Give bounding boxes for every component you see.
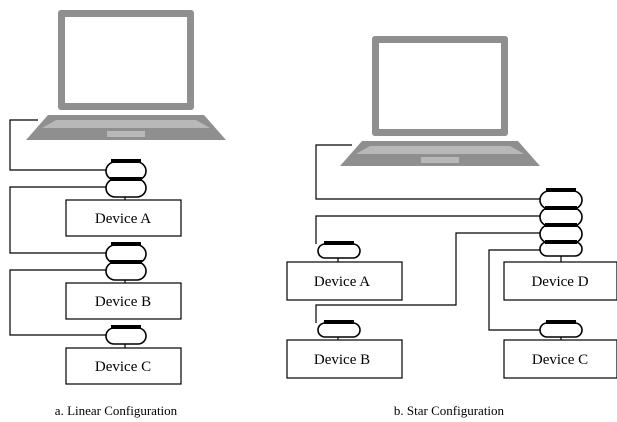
star-connector-b [317, 320, 361, 338]
star-connector-c [539, 320, 583, 338]
device-label: Device B [314, 352, 370, 368]
star-device-d: Device D [503, 261, 617, 301]
linear-caption: a. Linear Configuration [55, 403, 178, 418]
star-caption: b. Star Configuration [394, 403, 505, 418]
device-label: Device C [95, 359, 151, 375]
star-device-c: Device C [503, 339, 617, 379]
linear-connector-stack-2 [105, 242, 147, 281]
linear-device-a: Device A [65, 199, 182, 237]
star-laptop [340, 36, 540, 166]
device-label: Device A [95, 211, 151, 227]
star-cables [315, 144, 562, 340]
star-device-a: Device A [286, 261, 403, 301]
device-label: Device D [531, 274, 588, 290]
star-connector-a [317, 241, 361, 259]
star-hub-connector-stack [539, 188, 583, 257]
linear-laptop [26, 10, 226, 140]
device-label: Device B [95, 294, 151, 310]
star-configuration: Device A Device B Device D Device C b. S… [286, 36, 617, 418]
laptop-icon [26, 10, 226, 140]
star-device-b: Device B [286, 339, 403, 379]
linear-device-b: Device B [65, 282, 182, 320]
linear-connector-stack-1 [105, 159, 147, 198]
laptop-icon [340, 36, 540, 166]
linear-connector-3 [105, 325, 147, 345]
device-label: Device C [532, 352, 588, 368]
linear-device-c: Device C [65, 347, 182, 385]
device-label: Device A [314, 274, 370, 290]
linear-configuration: Device A Device B Device C a. Linear Con… [9, 10, 226, 418]
